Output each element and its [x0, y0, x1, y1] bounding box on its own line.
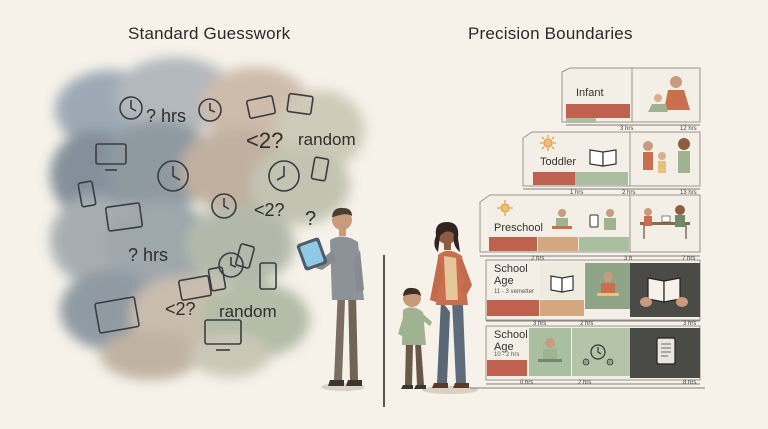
tick-label: 12 hrs [680, 126, 697, 132]
step-toddler [522, 131, 701, 190]
guess-word-lt2: <2? [165, 299, 196, 319]
phone-icon [310, 156, 330, 182]
tick-label: 13 hrs [680, 190, 697, 196]
tick-label: 8 hrs [683, 380, 697, 386]
clock-icon [119, 96, 143, 120]
mother-baby-illustration [648, 76, 690, 112]
floating-question-mark-text: ? [305, 208, 317, 230]
child-reading-illustration [597, 272, 619, 296]
guess-word-hrs: ? hrs [146, 106, 187, 126]
phone-icon [207, 266, 227, 292]
clock-icon [157, 160, 189, 192]
guess-word-random: random [219, 302, 277, 321]
guess-word-lt2: <2? [246, 128, 284, 153]
tick-label: 2 hrs [580, 321, 594, 327]
cloud-icons [77, 92, 330, 351]
guess-word-hrs: ? hrs [128, 245, 169, 265]
tick-label: 7 hrs [682, 256, 696, 262]
tablet-icon [286, 92, 314, 116]
step-label-school-age-1: School Age [494, 263, 528, 287]
step-label-toddler: Toddler [540, 156, 577, 168]
tick-label: 2 hrs [531, 256, 545, 262]
step-school-age-2 [485, 325, 701, 385]
tick-label: 3 hrs [683, 321, 697, 327]
tick-label: 2 hrs [578, 380, 592, 386]
title-precision-boundaries: Precision Boundaries [468, 24, 633, 43]
parent-toddler-illustration [643, 138, 690, 173]
step-preschool [479, 194, 701, 257]
book-icon [589, 149, 617, 167]
tick-label: 1 hrs [570, 190, 584, 196]
phone-icon [77, 180, 97, 208]
precision-staircase [470, 67, 705, 389]
tick-label: 3 h [624, 256, 633, 262]
clock-icon [268, 160, 300, 192]
hands-book-illustration [640, 277, 688, 307]
clock-icon [590, 344, 606, 360]
tick-label: 3 hrs [533, 321, 547, 327]
woman-and-child [398, 222, 478, 394]
step-label-infant: Infant [576, 87, 604, 99]
clock-icon [198, 98, 222, 122]
monitor-icon [204, 319, 242, 351]
tick-label: 2 hrs [622, 190, 636, 196]
child-reading-illustration [552, 209, 572, 229]
sun-icon [497, 200, 513, 216]
family-table-illustration [640, 205, 690, 239]
tick-label: 3 hrs [620, 126, 634, 132]
tablet-icon [245, 95, 277, 119]
clock-icon [218, 252, 244, 278]
step-school-age-1 [485, 259, 701, 322]
guess-word-lt2: <2? [254, 200, 285, 220]
people-icon [582, 358, 614, 366]
child-studying-illustration [538, 338, 562, 362]
ebook-reader-icon [656, 337, 676, 365]
man-with-tablet [296, 207, 365, 391]
step-infant [561, 67, 701, 126]
book-icon [550, 275, 574, 293]
step-sub-school-age-2: 10 - 2 hrs [494, 352, 520, 358]
tick-label: 0 hrs [520, 380, 534, 386]
tablet-icon [94, 296, 140, 334]
sun-icon [540, 135, 556, 151]
child-tablet-illustration [589, 209, 616, 230]
step-label-school-age-2: School Age [494, 329, 528, 353]
title-standard-guesswork: Standard Guesswork [128, 24, 291, 43]
phone-icon [259, 262, 277, 290]
tablet-icon [104, 202, 144, 232]
watercolor-cloud [50, 57, 365, 380]
step-label-preschool: Preschool [494, 222, 543, 234]
monitor-icon [95, 143, 127, 171]
clock-icon [211, 193, 237, 219]
tablet-icon [178, 275, 212, 301]
step-sub-school-age-1: 11 - 3 vemetter [494, 289, 534, 295]
guess-word-random: random [298, 130, 356, 149]
